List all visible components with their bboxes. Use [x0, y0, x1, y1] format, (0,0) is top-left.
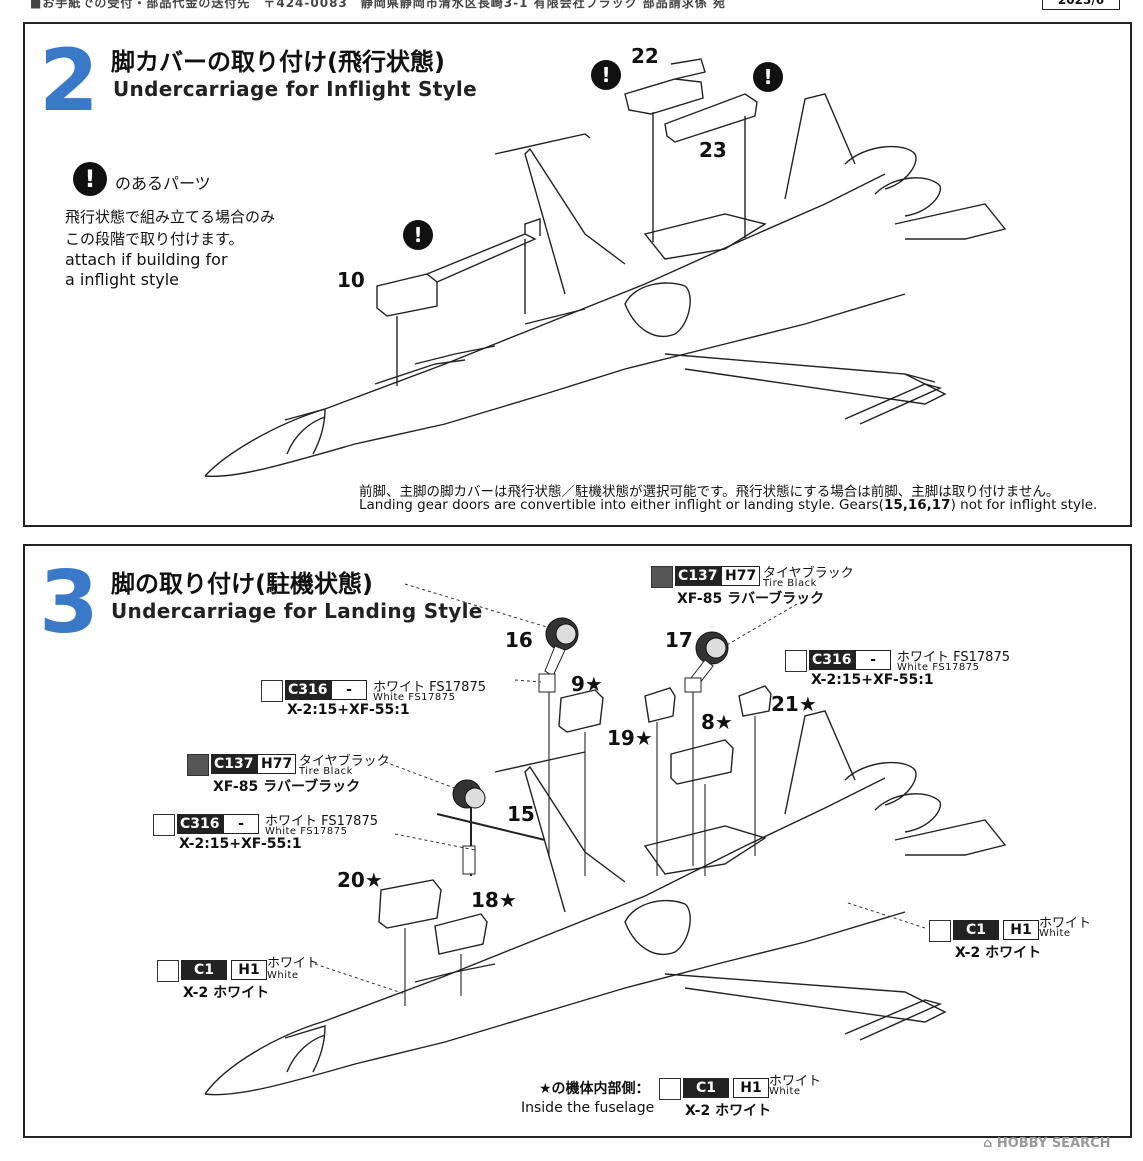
top-strip: ■お手紙での受付・部品代金の送付先 〒424-0083 静岡県静岡市清水区長崎3… [0, 0, 1143, 14]
paint-name-jp: ホワイト [769, 1074, 822, 1089]
part-number-19: 19★ [607, 726, 653, 750]
paint-code-h: - [855, 650, 891, 670]
warning-icon: ! [403, 220, 433, 250]
paint-code-h: - [331, 680, 367, 700]
paint-code-c: C316 [177, 814, 223, 834]
part-20 [378, 879, 442, 929]
paint-name-jp: ホワイト FS17875 [265, 814, 378, 829]
paint-mix: XF-85 ラバーブラック [677, 591, 825, 607]
paint-name-en: White FS17875 [373, 692, 456, 703]
paint-name-en: Tire Black [763, 578, 817, 589]
color-swatch [929, 920, 951, 942]
part-number-15: 15 [507, 802, 535, 826]
paint-name-jp: タイヤブラック [763, 566, 854, 581]
date-box: 2023/6 [1042, 0, 1120, 10]
paint-code-h: H77 [257, 754, 297, 774]
paint-mix: X-2:15+XF-55:1 [179, 836, 302, 852]
paint-name-en: White FS17875 [897, 662, 980, 673]
legend-label: のあるパーツ [115, 174, 211, 193]
step-title-jp: 脚カバーの取り付け(飛行状態) [111, 48, 445, 76]
color-swatch [261, 680, 283, 702]
paint-name-jp: ホワイト FS17875 [897, 650, 1010, 665]
paint-name-jp: タイヤブラック [299, 754, 390, 769]
step-2-panel: 2 脚カバーの取り付け(飛行状態) Undercarriage for Infl… [23, 22, 1132, 527]
paint-name-en: White [267, 970, 299, 981]
color-swatch [659, 1078, 681, 1100]
note-jp-line2: この段階で取り付けます。 [65, 230, 244, 248]
paint-name-jp: ホワイト FS17875 [373, 680, 486, 695]
paint-code-c: C1 [953, 920, 999, 940]
step-title-jp: 脚の取り付け(駐機状態) [111, 570, 373, 598]
part-number-22: 22 [631, 44, 659, 68]
paint-code-h: H77 [721, 566, 761, 586]
paint-mix: X-2 ホワイト [685, 1103, 772, 1119]
part-number-23: 23 [699, 138, 727, 162]
part-21 [738, 685, 772, 717]
paint-code-c: C316 [809, 650, 855, 670]
tire-16 [538, 617, 579, 693]
paint-mix: XF-85 ラバーブラック [213, 779, 361, 795]
paint-mix: X-2 ホワイト [955, 945, 1042, 961]
color-swatch [157, 960, 179, 982]
paint-name-jp: ホワイト [267, 956, 320, 971]
hobby-search-logo: ⌂ HOBBY SEARCH [983, 1136, 1111, 1151]
paint-name-en: White [1039, 928, 1071, 939]
part-number-18: 18★ [471, 888, 517, 912]
part-number-17: 17 [665, 628, 693, 652]
color-swatch [187, 754, 209, 776]
note-en-line2: a inflight style [65, 270, 180, 289]
paint-mix: X-2 ホワイト [183, 985, 270, 1001]
part-8 [670, 739, 734, 785]
note-en-line1: attach if building for [65, 250, 228, 269]
convertible-note-jp: 前脚、主脚の脚カバーは飛行状態／駐機状態が選択可能です。飛行状態にする場合は前脚… [359, 484, 1060, 500]
aircraft-drawing [204, 583, 1007, 1096]
paint-mix: X-2:15+XF-55:1 [811, 672, 934, 688]
paint-name-jp: ホワイト [1039, 916, 1092, 931]
paint-name-en: White FS17875 [265, 826, 348, 837]
step-number: 2 [39, 31, 99, 131]
aircraft-drawing [204, 58, 1007, 478]
color-swatch [153, 814, 175, 836]
paint-code-c: C137 [675, 566, 721, 586]
part-9 [558, 689, 604, 733]
color-swatch [785, 650, 807, 672]
part-number-10: 10 [337, 268, 365, 292]
part-number-20: 20★ [337, 868, 383, 892]
part-number-16: 16 [505, 628, 533, 652]
tire-15 [436, 779, 546, 876]
color-swatch [651, 566, 673, 588]
part-18 [434, 913, 488, 955]
convertible-note-en: Landing gear doors are convertible into … [359, 497, 1098, 513]
paint-name-en: Tire Black [299, 766, 353, 777]
paint-code-c: C316 [285, 680, 331, 700]
inside-label-en: Inside the fuselage [521, 1100, 655, 1116]
warning-icon: ! [591, 60, 621, 90]
step-3-panel: 3 脚の取り付け(駐機状態) Undercarriage for Landing… [23, 544, 1132, 1138]
inside-label-jp: ★の機体内部側： [539, 1081, 650, 1097]
paint-code-h: H1 [231, 960, 267, 980]
paint-name-en: White [769, 1086, 801, 1097]
tire-17 [684, 631, 729, 693]
part-number-21: 21★ [771, 692, 817, 716]
part-19 [644, 687, 676, 723]
paint-code-h: H1 [733, 1078, 769, 1098]
parts-request-address: ■お手紙での受付・部品代金の送付先 〒424-0083 静岡県静岡市清水区長崎3… [30, 0, 726, 10]
warning-icon: ! [73, 162, 107, 196]
note-jp-line1: 飛行状態で組み立てる場合のみ [65, 208, 276, 226]
step-title-en: Undercarriage for Landing Style [111, 599, 483, 623]
warning-icon: ! [753, 62, 783, 92]
paint-code-h: - [223, 814, 259, 834]
paint-code-c: C1 [683, 1078, 729, 1098]
paint-mix: X-2:15+XF-55:1 [287, 702, 410, 718]
step-title-en: Undercarriage for Inflight Style [113, 77, 477, 101]
paint-code-h: H1 [1003, 920, 1039, 940]
paint-code-c: C137 [211, 754, 257, 774]
step-number: 3 [39, 553, 99, 653]
paint-code-c: C1 [181, 960, 227, 980]
part-number-8: 8★ [701, 710, 733, 734]
